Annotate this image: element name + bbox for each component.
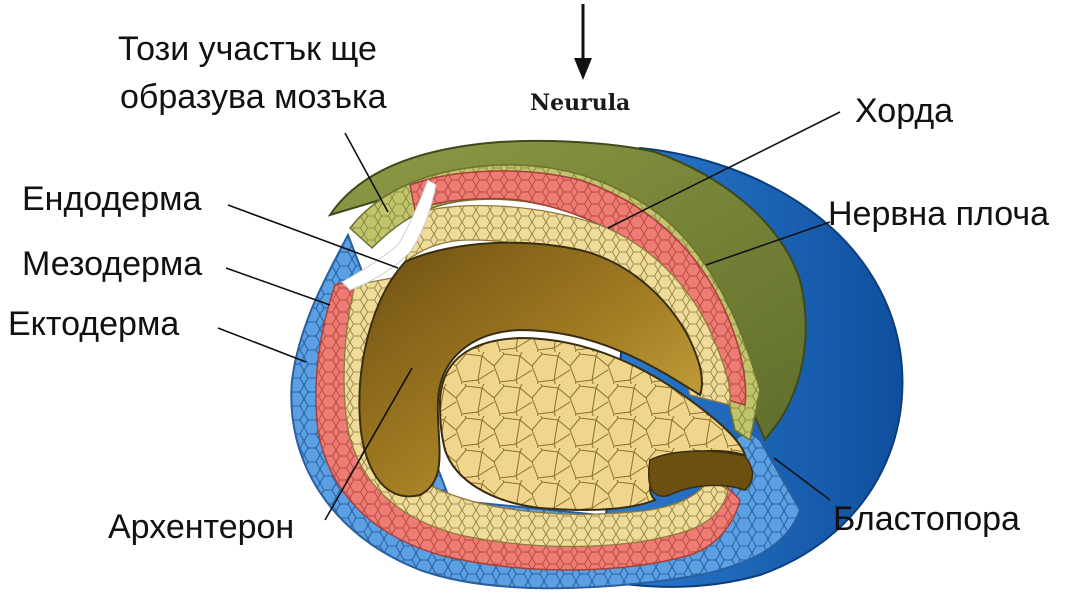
label-notochord: Хорда — [855, 92, 953, 131]
label-blastopore: Бластопора — [833, 500, 1020, 539]
leader-mesoderm — [226, 268, 330, 305]
label-archenteron: Архентерон — [108, 508, 294, 547]
label-ectoderm: Ектодерма — [8, 305, 179, 344]
label-neural-plate: Нервна плоча — [828, 195, 1049, 234]
label-brain-region-line2: образува мозъка — [120, 78, 387, 117]
label-endoderm: Ендодерма — [22, 180, 201, 219]
diagram-title: Neurula — [530, 90, 630, 116]
down-arrow-icon — [574, 4, 592, 80]
label-brain-region-line1: Този участък ще — [118, 30, 377, 69]
leader-ectoderm — [218, 328, 306, 362]
label-mesoderm: Мезодерма — [22, 245, 202, 284]
